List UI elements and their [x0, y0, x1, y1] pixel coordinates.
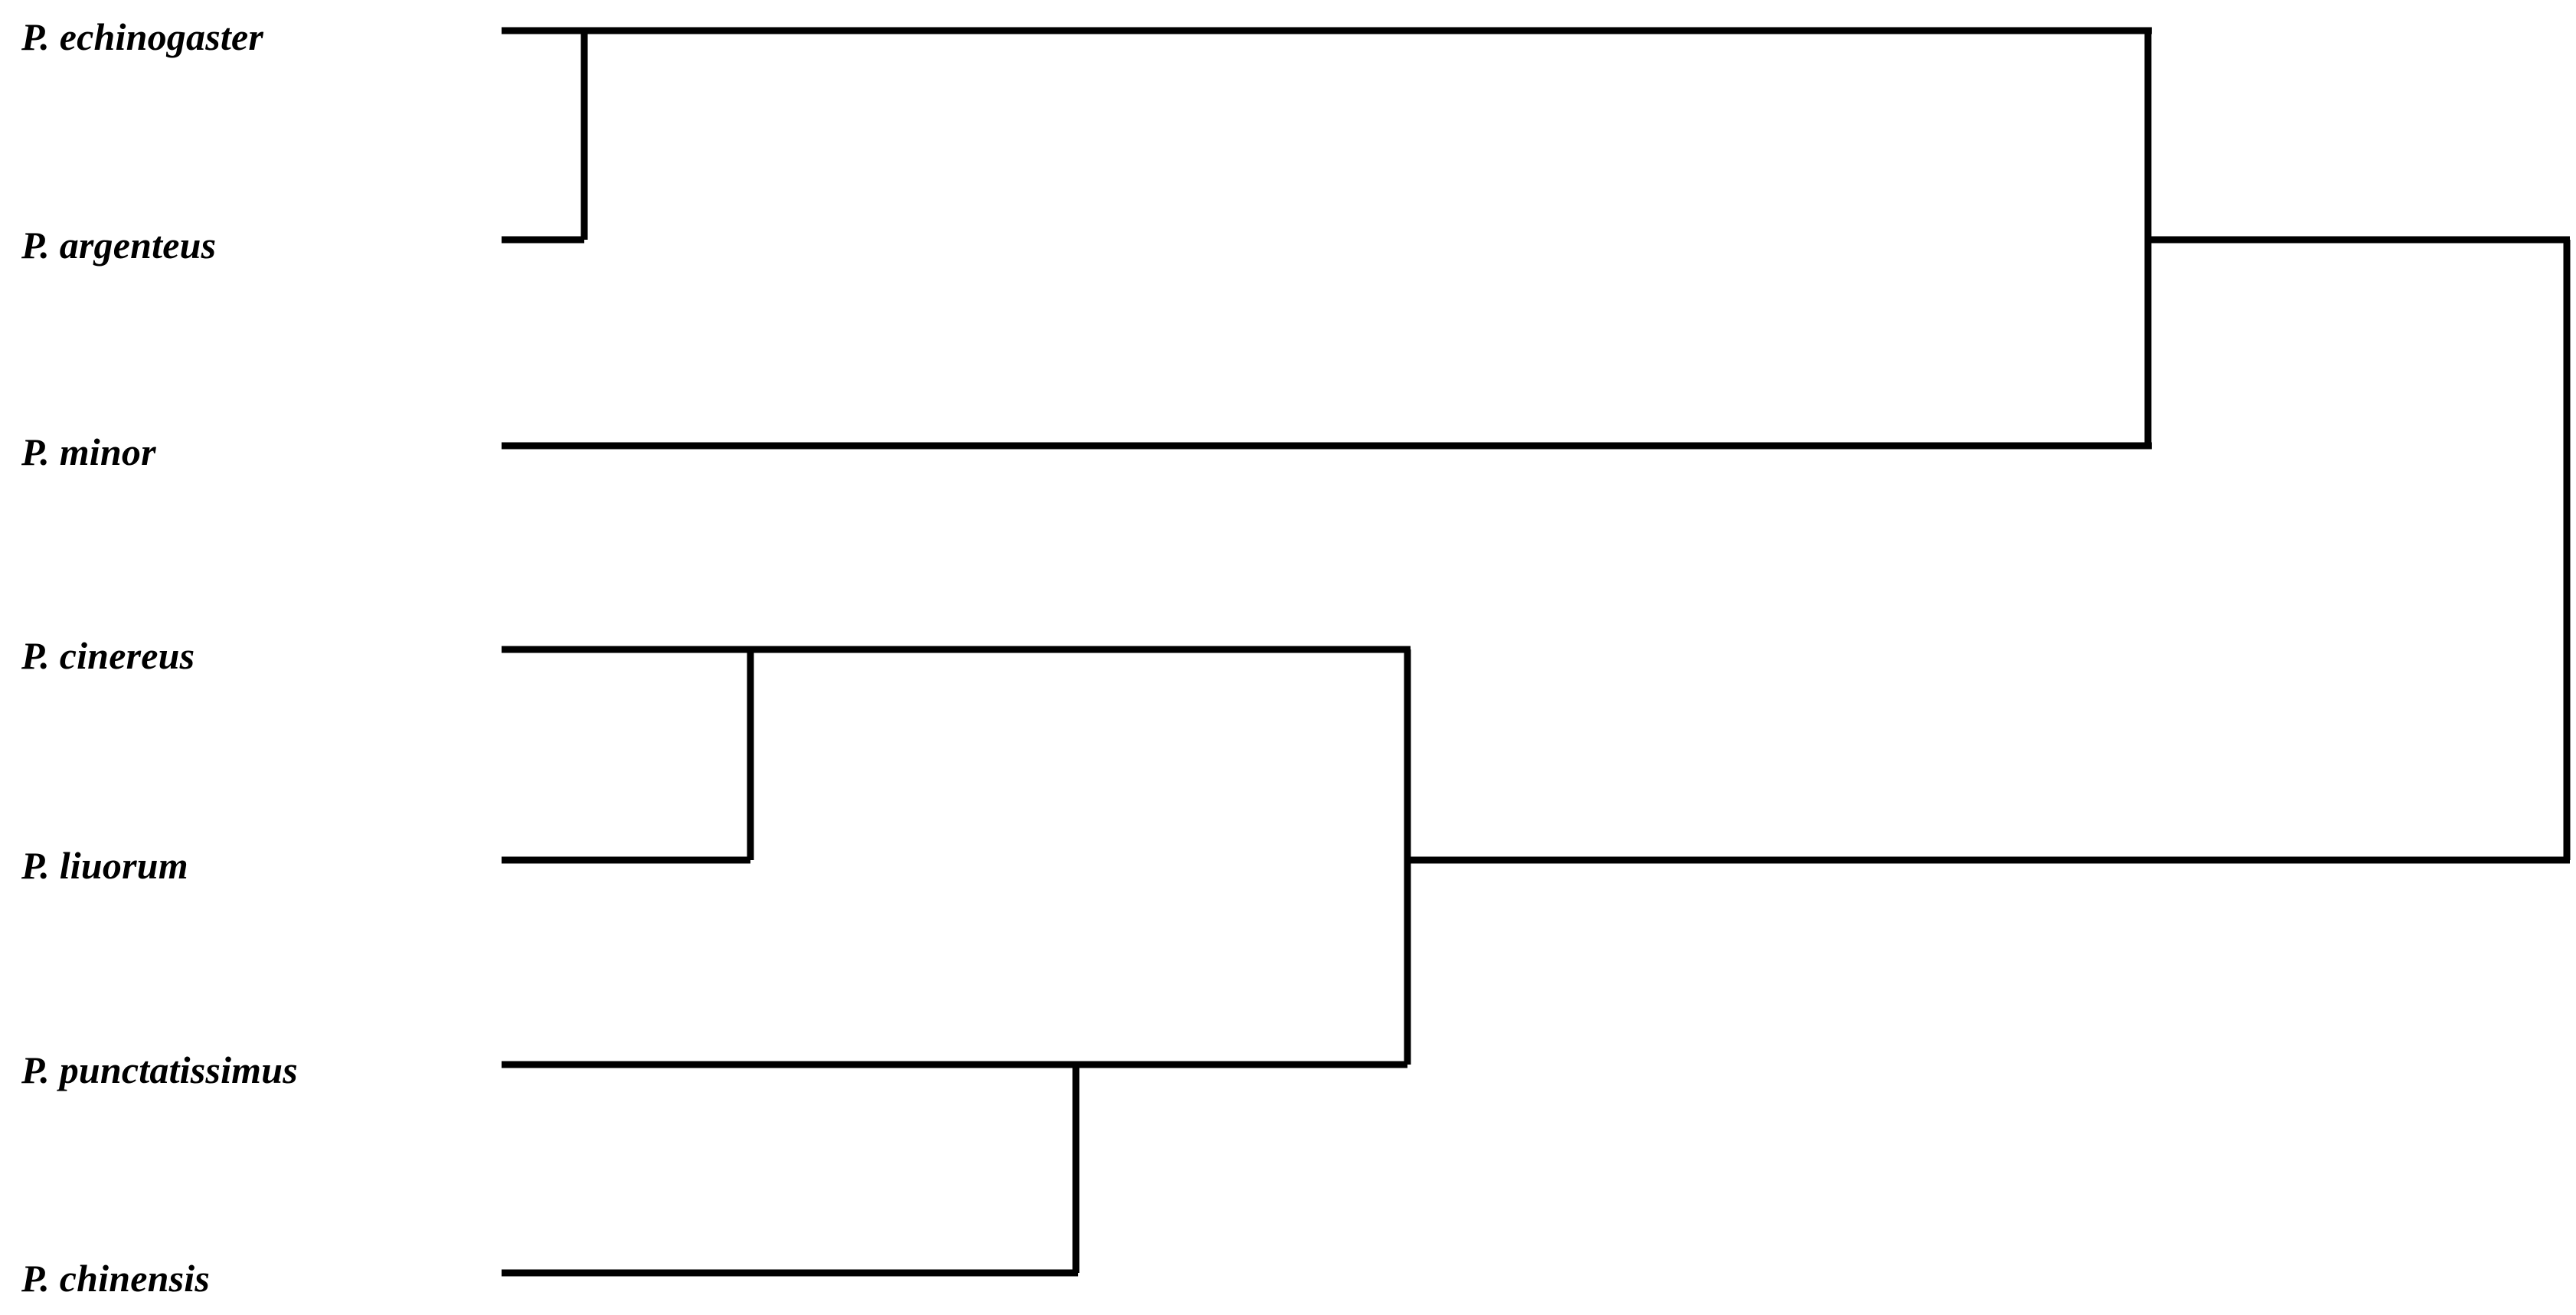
taxon-label-argenteus: P. argenteus [21, 224, 217, 267]
taxon-label-cinereus: P. cinereus [21, 634, 195, 677]
taxon-label-liuorum: P. liuorum [21, 844, 188, 887]
taxon-label-echinogaster: P. echinogaster [21, 15, 263, 58]
taxon-label-minor: P. minor [21, 430, 156, 473]
tree-branch-lines [502, 27, 2571, 1277]
taxon-label-punctatissimus: P. punctatissimus [21, 1048, 298, 1091]
taxon-label-chinensis: P. chinensis [21, 1257, 211, 1300]
